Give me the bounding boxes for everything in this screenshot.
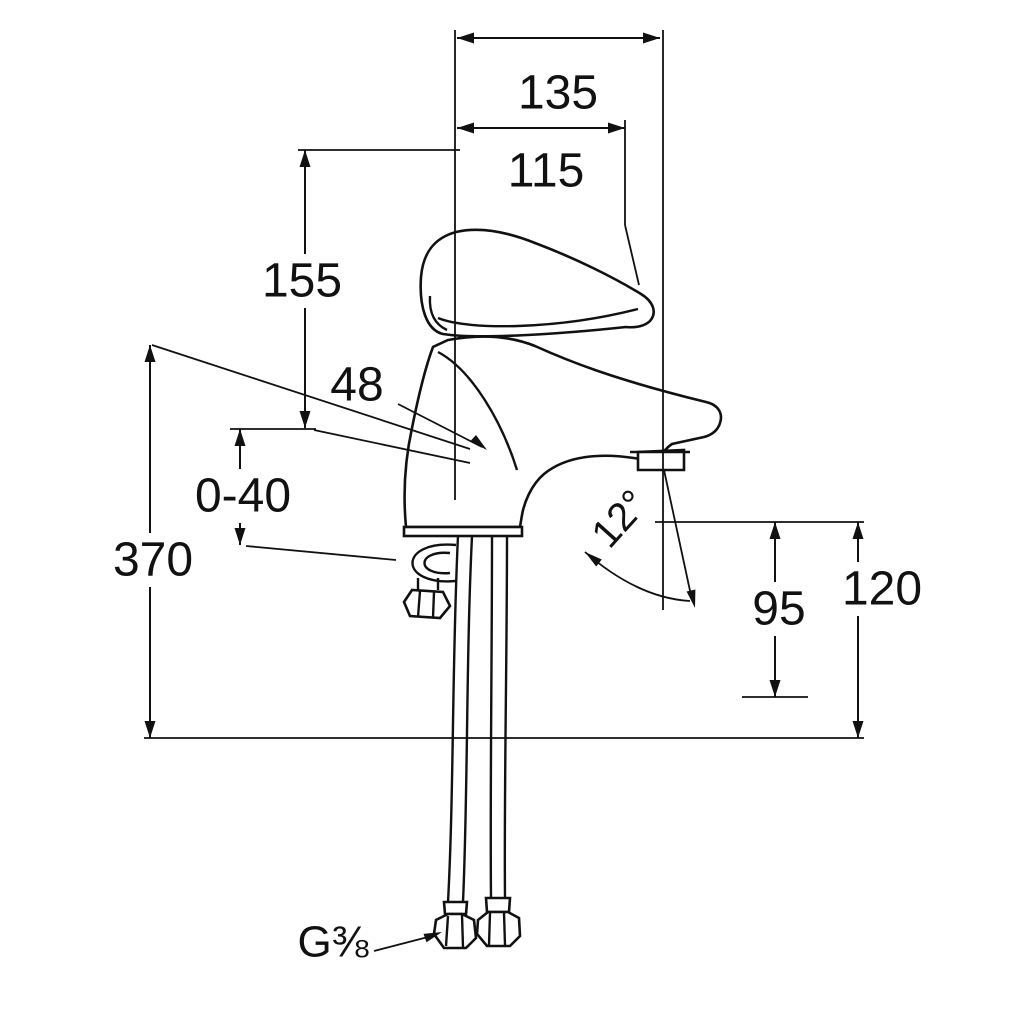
supply-hoses	[446, 535, 509, 903]
thread-size-label: G⅜	[298, 918, 369, 967]
dimension-labels: 135 115 155 48 0-40 370 12° 95 120 G⅜	[103, 67, 934, 967]
mounting-clamp	[411, 543, 457, 590]
dim-total-height-label: 370	[113, 534, 193, 587]
dim-spout-reach-outer-label: 135	[518, 67, 598, 120]
faucet-drawing	[402, 228, 723, 950]
faucet-body-contour-line	[437, 350, 519, 471]
faucet-base	[402, 525, 524, 538]
dim-offset-label: 48	[330, 359, 383, 412]
dim-mounting-range-label: 0-40	[195, 470, 291, 523]
dim-outlet-height-label: 95	[752, 583, 805, 636]
handle-edge-line	[437, 307, 639, 328]
dim-spout-reach-inner-label: 115	[508, 145, 585, 198]
spray-angle-label: 12°	[583, 482, 656, 556]
hose-connectors	[432, 896, 522, 950]
faucet-body-spout	[403, 335, 723, 529]
dim-outlet-height-outer-label: 120	[842, 563, 922, 616]
faucet-handle	[419, 228, 655, 338]
aerator	[630, 448, 690, 472]
dimension-lines	[144, 30, 864, 952]
mounting-nut	[402, 588, 452, 620]
handle-pivot-arc	[428, 295, 448, 332]
dim-body-height-label: 155	[262, 255, 342, 308]
spray-angle-annotation	[584, 469, 696, 608]
